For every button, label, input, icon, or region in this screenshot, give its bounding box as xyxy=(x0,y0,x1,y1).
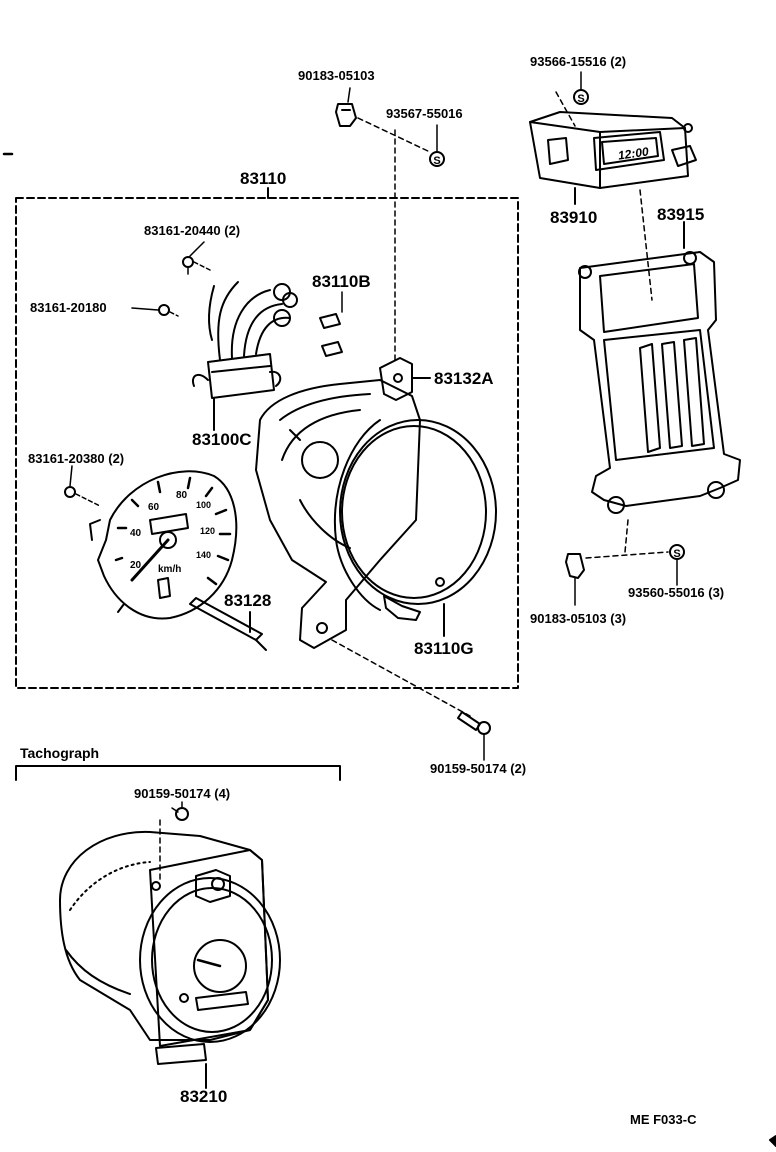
label-83915: 83915 xyxy=(657,205,705,224)
s-symbol-93567: S xyxy=(433,155,440,167)
speedo-unit: km/h xyxy=(158,564,181,575)
label-90159-50174-2: 90159-50174 (2) xyxy=(430,761,527,776)
label-83132A: 83132A xyxy=(434,369,494,388)
label-83161-20380: 83161-20380 (2) xyxy=(28,451,125,466)
bulbs-83110B xyxy=(319,291,343,357)
speedo-tick-40: 40 xyxy=(130,528,142,539)
screw-90159-2 xyxy=(457,711,491,761)
label-93560-55016: 93560-55016 (3) xyxy=(628,585,725,600)
harness-83100C xyxy=(192,281,298,399)
bracket-83915 xyxy=(578,251,741,514)
screw-s-93560 xyxy=(669,544,685,586)
dashed-line-bracket-bottom xyxy=(624,519,629,553)
screw-90159-4 xyxy=(159,801,189,881)
dashed-line-clip-screw-bottom xyxy=(585,551,669,559)
speedo-tick-60: 60 xyxy=(148,502,160,513)
figure-code: ME F033-C xyxy=(630,1112,697,1127)
label-83161-20440: 83161-20440 (2) xyxy=(144,223,241,238)
label-83161-20180: 83161-20180 xyxy=(30,300,107,315)
dashed-line-90159-2 xyxy=(331,639,471,717)
screw-83161-20440 xyxy=(182,241,211,275)
tachograph-bracket xyxy=(15,765,341,781)
clip-90183-bottom xyxy=(565,553,585,606)
label-tachograph: Tachograph xyxy=(20,745,100,761)
clock-display-text: 12:00 xyxy=(617,144,650,162)
speedo-tick-20: 20 xyxy=(130,560,142,571)
speedo-tick-140: 140 xyxy=(196,550,211,560)
speedometer-dial xyxy=(89,470,238,620)
bracket-83132A xyxy=(379,357,413,401)
clip-90183-top xyxy=(335,87,357,127)
label-83110G: 83110G xyxy=(414,639,474,658)
dashed-line-clip-screw xyxy=(357,117,431,153)
tachograph-83210 xyxy=(59,830,281,1065)
dashed-line-93566 xyxy=(555,91,576,127)
label-90183-05103-top: 90183-05103 xyxy=(298,68,375,83)
group-box-83110 xyxy=(15,197,519,689)
screw-83161-20380 xyxy=(64,465,101,507)
label-90159-50174-4: 90159-50174 (4) xyxy=(134,786,231,801)
speedo-tick-80: 80 xyxy=(176,490,188,501)
clock-83910 xyxy=(529,111,697,189)
s-symbol-93560: S xyxy=(673,548,680,560)
dashed-line-clock-bracket xyxy=(639,189,653,301)
label-83210: 83210 xyxy=(180,1087,228,1106)
screw-s-93567 xyxy=(429,124,445,167)
label-83128: 83128 xyxy=(224,591,272,610)
screw-s-93566 xyxy=(573,71,589,105)
speedo-tick-120: 120 xyxy=(200,526,215,536)
label-83110B: 83110B xyxy=(312,272,371,291)
label-83910: 83910 xyxy=(550,208,598,227)
label-83100C: 83100C xyxy=(192,430,252,449)
s-symbol-93566: S xyxy=(577,93,584,105)
speedo-tick-100: 100 xyxy=(196,500,211,510)
meter-case xyxy=(255,379,421,649)
label-83110: 83110 xyxy=(240,169,287,188)
screw-83161-20180 xyxy=(131,304,179,317)
cable-83128 xyxy=(189,597,267,651)
glass-83110G xyxy=(334,419,497,621)
label-93567-55016: 93567-55016 xyxy=(386,106,463,121)
label-90183-05103-bottom: 90183-05103 (3) xyxy=(530,611,627,626)
label-93566-15516: 93566-15516 (2) xyxy=(530,54,627,69)
corner-arrow xyxy=(769,1135,776,1147)
